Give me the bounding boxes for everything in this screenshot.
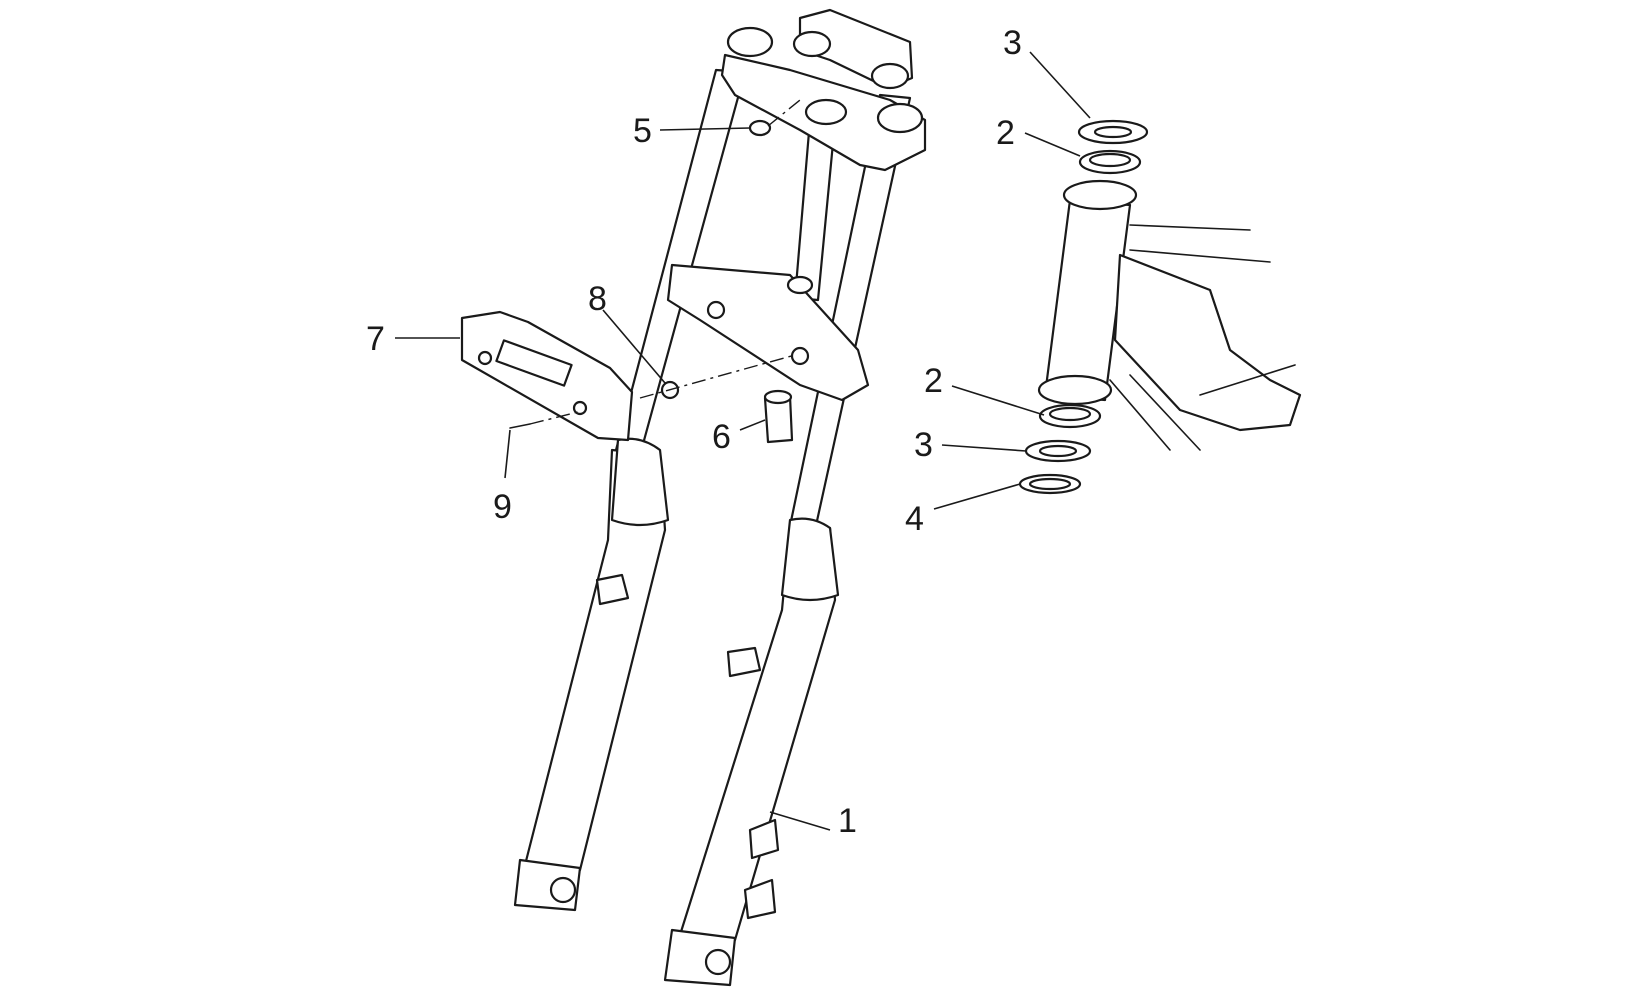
callout-6: 6 — [712, 418, 731, 456]
right-caliper-mount-upper — [748, 818, 780, 860]
left-axle-hole — [549, 876, 577, 904]
leader-4 — [933, 483, 1021, 510]
callout-3-lower: 3 — [914, 426, 933, 464]
frame-rail-top — [1129, 224, 1251, 231]
right-axle-hole — [704, 948, 732, 976]
cap-top — [763, 389, 793, 405]
top-plug-axis — [767, 99, 801, 127]
lower-clamp-bolt-mid — [786, 275, 814, 295]
lower-seal-bearing-washer — [1018, 403, 1102, 495]
leader-2-upper — [1024, 132, 1081, 157]
steering-head-frame — [1037, 179, 1302, 451]
right-fork-tab — [726, 646, 762, 678]
riser-bolt-left — [792, 30, 832, 58]
lower-triple-clamp — [666, 263, 870, 402]
fork-cover — [460, 310, 634, 442]
fork-cover-hole-right — [572, 400, 588, 416]
top-plug-body — [748, 119, 772, 137]
callout-labels: 1 2 3 2 3 4 5 6 7 8 9 — [366, 24, 1022, 840]
bearing-lower-inner — [1048, 406, 1092, 422]
leader-6 — [739, 419, 766, 431]
steering-head-top — [1062, 179, 1138, 211]
frame-down-tube-1 — [1109, 379, 1171, 451]
leader-3-lower — [941, 444, 1027, 452]
fork-assembly — [513, 8, 927, 987]
washer-inner — [1028, 477, 1072, 491]
leader-8 — [602, 309, 666, 384]
leader-9 — [504, 429, 511, 479]
callout-8: 8 — [588, 280, 607, 318]
bushing — [639, 354, 796, 400]
cap — [763, 389, 794, 444]
screw-axis — [529, 411, 579, 425]
callout-4: 4 — [905, 500, 924, 538]
callout-3-upper: 3 — [1003, 24, 1022, 62]
frame-rail-mid — [1129, 249, 1271, 263]
steering-head-bottom — [1037, 374, 1113, 406]
upper-clamp-bolt-left — [726, 26, 774, 58]
riser-bolt-right — [870, 62, 910, 90]
right-caliper-mount-lower — [743, 878, 777, 920]
left-fork-tab — [595, 573, 630, 606]
lower-clamp-bolt-right — [790, 346, 810, 366]
callout-2-lower: 2 — [924, 362, 943, 400]
callout-2-upper: 2 — [996, 114, 1015, 152]
upper-clamp-bolt-right — [876, 102, 924, 134]
leader-5 — [659, 127, 751, 131]
fork-cover-window — [495, 339, 573, 387]
frame-down-tube-2 — [1129, 374, 1201, 451]
left-fork-seal-boot — [610, 437, 670, 527]
dust-seal-lower-inner — [1038, 444, 1078, 458]
leader-3-upper — [1029, 51, 1091, 119]
callout-7: 7 — [366, 320, 385, 358]
frame-gusset — [1113, 253, 1302, 432]
bearing-upper-inner — [1088, 152, 1132, 168]
dust-seal-upper-inner — [1093, 125, 1133, 139]
upper-seal-and-bearing — [1077, 119, 1149, 175]
frame-rail-lower — [1199, 364, 1296, 396]
screw-body — [509, 423, 531, 429]
screw — [509, 411, 579, 429]
callout-9: 9 — [493, 488, 512, 526]
right-fork-seal-boot — [780, 517, 840, 602]
leader-lines — [395, 51, 1091, 831]
callout-1: 1 — [838, 802, 857, 840]
lower-clamp-bolt-left — [706, 300, 726, 320]
fork-cover-hole-left — [477, 350, 493, 366]
upper-clamp-center-hole — [804, 98, 848, 126]
leader-1 — [769, 811, 831, 831]
leader-2-lower — [951, 385, 1045, 416]
callout-5: 5 — [633, 112, 652, 150]
